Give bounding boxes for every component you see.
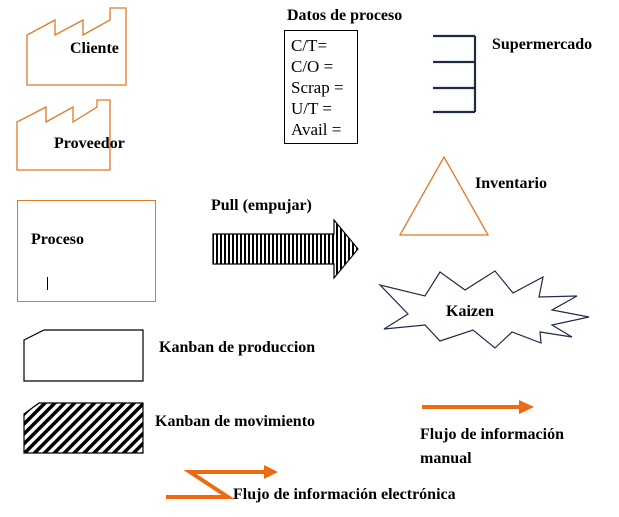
electronic-flow-label: Flujo de información electrónica xyxy=(233,486,456,503)
data-line-avail: Avail = xyxy=(291,120,342,139)
manual-flow-label-line1: Flujo de información xyxy=(420,426,564,443)
pull-label: Pull (empujar) xyxy=(211,197,312,214)
pull-arrow-icon xyxy=(212,218,359,280)
electronic-flow-arrow-icon xyxy=(166,465,278,499)
manual-flow-arrow-icon xyxy=(422,400,534,414)
kanban-movement-label: Kanban de movimiento xyxy=(155,413,316,430)
data-line-ut: U/T = xyxy=(291,99,332,118)
kanban-movement-icon xyxy=(23,402,144,454)
factory-icon-cliente xyxy=(26,7,127,86)
process-data-box: C/T= C/O = Scrap = U/T = Avail = xyxy=(284,30,358,144)
kanban-production-icon xyxy=(23,329,144,382)
kanban-production-label: Kanban de produccion xyxy=(159,339,316,356)
kaizen-label: Kaizen xyxy=(446,303,494,320)
data-line-scrap: Scrap = xyxy=(291,78,344,97)
datos-proceso-title: Datos de proceso xyxy=(287,7,403,24)
inventory-label: Inventario xyxy=(475,175,547,192)
data-line-co: C/O = xyxy=(291,57,334,76)
supermarket-icon xyxy=(433,34,477,114)
process-cursor-mark xyxy=(47,277,48,290)
customer-label: Cliente xyxy=(70,40,119,57)
kaizen-burst-icon xyxy=(378,270,590,349)
supplier-label: Proveedor xyxy=(54,135,125,152)
factory-icon-proveedor xyxy=(16,99,111,171)
inventory-triangle-icon xyxy=(398,155,490,236)
supermarket-label: Supermercado xyxy=(492,36,593,53)
data-line-ct: C/T= xyxy=(291,36,328,55)
process-box: Proceso xyxy=(17,200,156,302)
manual-flow-label-line2: manual xyxy=(420,450,472,467)
process-label: Proceso xyxy=(31,231,85,248)
